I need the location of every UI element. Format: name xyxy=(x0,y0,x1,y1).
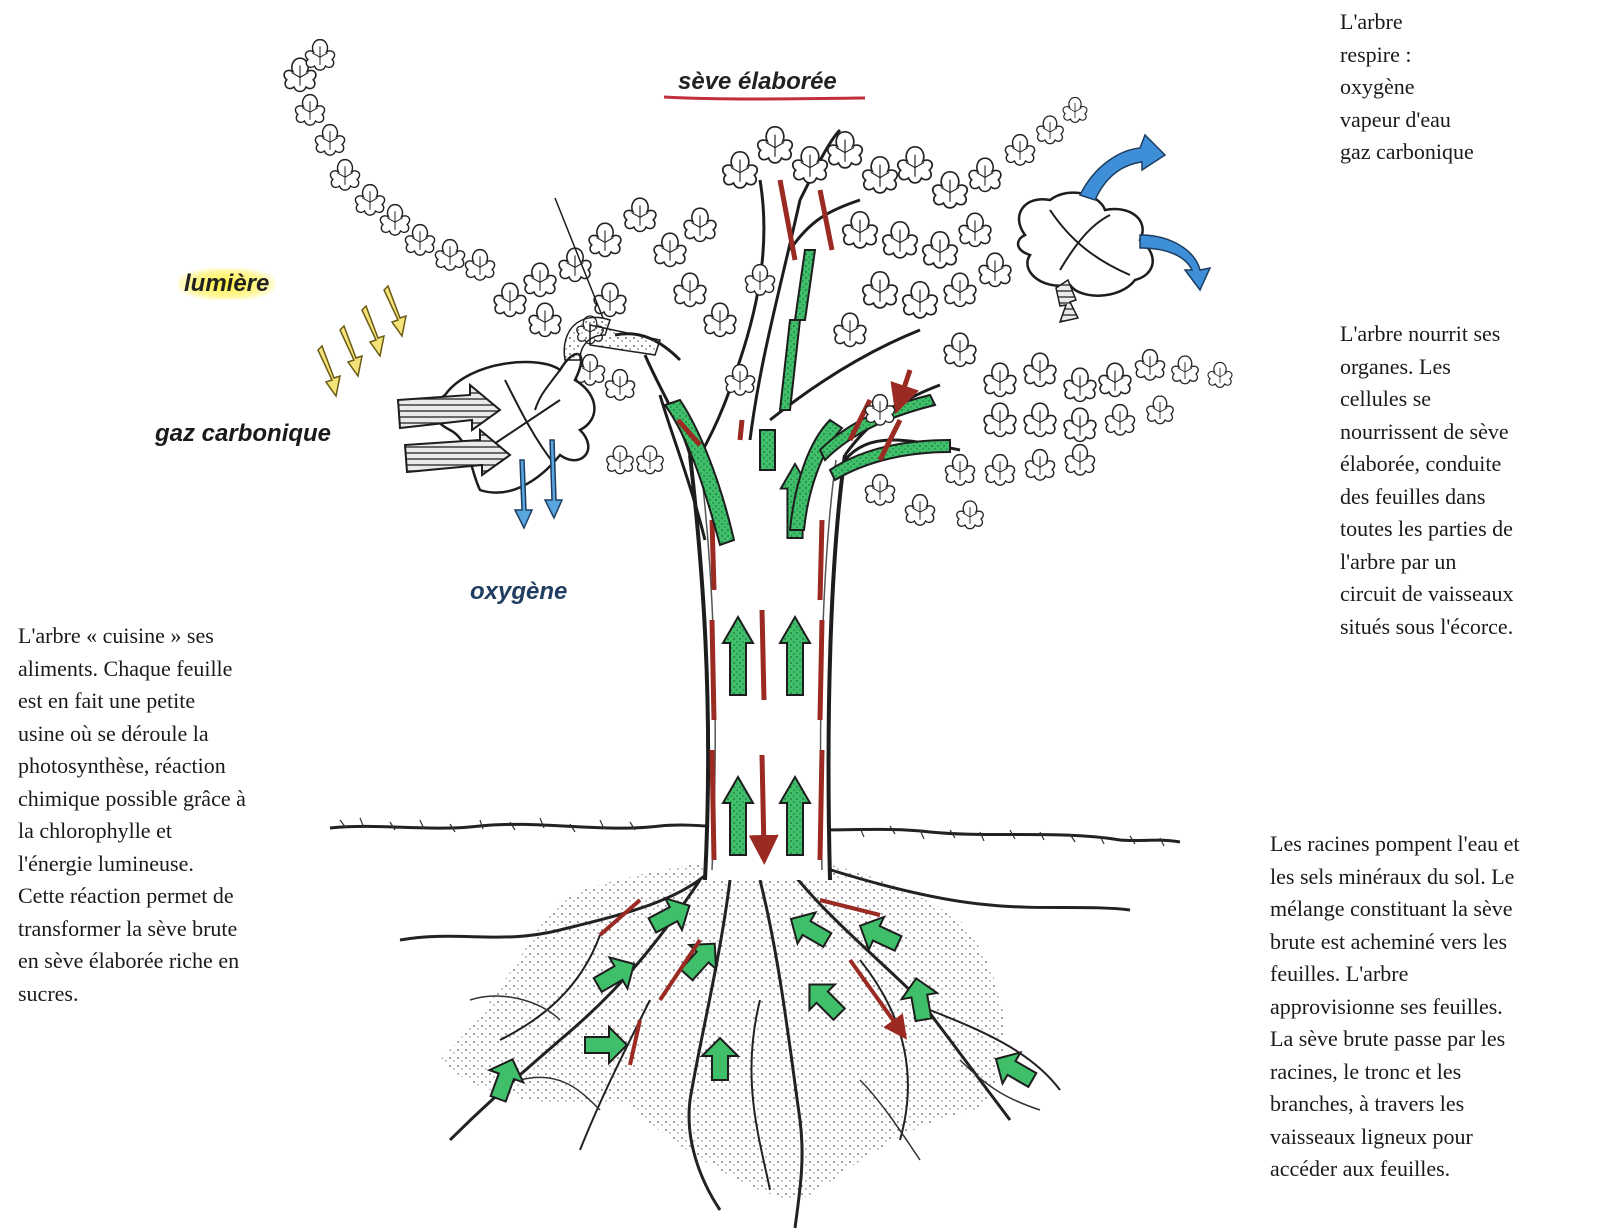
paragraph-line: cellules se xyxy=(1340,383,1514,416)
label-seve-elaboree: sève élaborée xyxy=(678,68,837,96)
paragraph-line: vapeur d'eau xyxy=(1340,104,1474,137)
paragraph-line: des feuilles dans xyxy=(1340,481,1514,514)
label-gaz-carbonique: gaz carbonique xyxy=(155,420,331,448)
paragraph-line: est en fait une petite xyxy=(18,685,246,718)
paragraph-line: mélange constituant la sève xyxy=(1270,893,1520,926)
paragraph-line: organes. Les xyxy=(1340,351,1514,384)
paragraph-respire: L'arbre respire : oxygène vapeur d'eau g… xyxy=(1340,6,1474,169)
paragraph-line: situés sous l'écorce. xyxy=(1340,611,1514,644)
paragraph-line: l'arbre par un xyxy=(1340,546,1514,579)
paragraph-line: toutes les parties de xyxy=(1340,513,1514,546)
paragraph-line: Cette réaction permet de xyxy=(18,880,246,913)
paragraph-line: oxygène xyxy=(1340,71,1474,104)
roots xyxy=(400,860,1130,1228)
paragraph-line: respire : xyxy=(1340,39,1474,72)
paragraph-line: photosynthèse, réaction xyxy=(18,750,246,783)
paragraph-line: brute est acheminé vers les xyxy=(1270,926,1520,959)
paragraph-line: feuilles. L'arbre xyxy=(1270,958,1520,991)
paragraph-line: circuit de vaisseaux xyxy=(1340,578,1514,611)
seve-underline xyxy=(664,97,865,99)
paragraph-cuisine: L'arbre « cuisine » ses aliments. Chaque… xyxy=(18,620,246,1010)
paragraph-line: en sève élaborée riche en xyxy=(18,945,246,978)
paragraph-line: racines, le tronc et les xyxy=(1270,1056,1520,1089)
paragraph-line: les sels minéraux du sol. Le xyxy=(1270,861,1520,894)
paragraph-line: gaz carbonique xyxy=(1340,136,1474,169)
paragraph-line: Les racines pompent l'eau et xyxy=(1270,828,1520,861)
label-lumiere: lumière xyxy=(178,268,275,300)
paragraph-line: L'arbre xyxy=(1340,6,1474,39)
paragraph-line: usine où se déroule la xyxy=(18,718,246,751)
paragraph-line: nourrissent de sève xyxy=(1340,416,1514,449)
paragraph-line: chimique possible grâce à xyxy=(18,783,246,816)
paragraph-line: la chlorophylle et xyxy=(18,815,246,848)
paragraph-line: L'arbre nourrit ses xyxy=(1340,318,1514,351)
paragraph-line: La sève brute passe par les xyxy=(1270,1023,1520,1056)
leaf-right-respiration xyxy=(1018,135,1210,322)
paragraph-line: vaisseaux ligneux pour xyxy=(1270,1121,1520,1154)
paragraph-line: sucres. xyxy=(18,978,246,1011)
label-oxygene: oxygène xyxy=(470,578,567,606)
paragraph-line: transformer la sève brute xyxy=(18,913,246,946)
paragraph-line: aliments. Chaque feuille xyxy=(18,653,246,686)
light-arrows xyxy=(318,286,406,396)
paragraph-line: accéder aux feuilles. xyxy=(1270,1153,1520,1186)
paragraph-racines: Les racines pompent l'eau et les sels mi… xyxy=(1270,828,1520,1186)
paragraph-line: branches, à travers les xyxy=(1270,1088,1520,1121)
paragraph-nourrit: L'arbre nourrit ses organes. Les cellule… xyxy=(1340,318,1514,643)
paragraph-line: élaborée, conduite xyxy=(1340,448,1514,481)
paragraph-line: L'arbre « cuisine » ses xyxy=(18,620,246,653)
paragraph-line: l'énergie lumineuse. xyxy=(18,848,246,881)
paragraph-line: approvisionne ses feuilles. xyxy=(1270,991,1520,1024)
